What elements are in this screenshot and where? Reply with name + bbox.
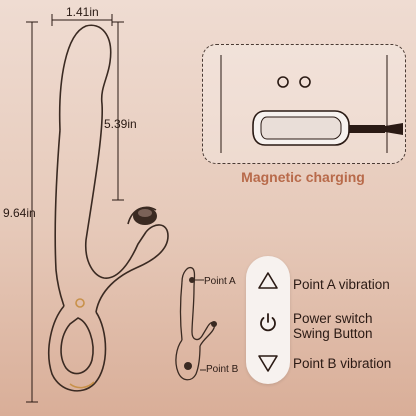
magnetic-charging-label: Magnetic charging [241,169,365,185]
power-switch-label: Power switch Swing Button [293,311,373,341]
total-dimension-line [26,21,38,403]
triangle-up-icon[interactable] [256,270,280,292]
shaft-dimension-line [112,21,124,201]
gold-accent [69,298,95,389]
point-a-label: Point A [204,276,236,287]
magnetic-charger-icon [252,110,403,146]
point-b-label: Point B [206,364,239,375]
power-icon[interactable] [256,311,280,335]
triangle-down-icon[interactable] [256,352,280,374]
width-dimension-line [51,14,113,26]
point-diagram [175,266,217,381]
magnetic-charging-card [202,44,406,164]
power-switch-line2: Swing Button [293,326,373,341]
point-a-vibration-label: Point A vibration [293,277,390,292]
point-b-vibration-label: Point B vibration [293,356,392,371]
stimulator-head [133,207,157,225]
charging-port-illustration [220,55,403,153]
shaft-dimension-label: 5.39in [104,117,137,131]
total-dimension-label: 9.64in [3,206,36,220]
width-dimension-label: 1.41in [66,5,99,19]
power-switch-line1: Power switch [293,311,373,326]
